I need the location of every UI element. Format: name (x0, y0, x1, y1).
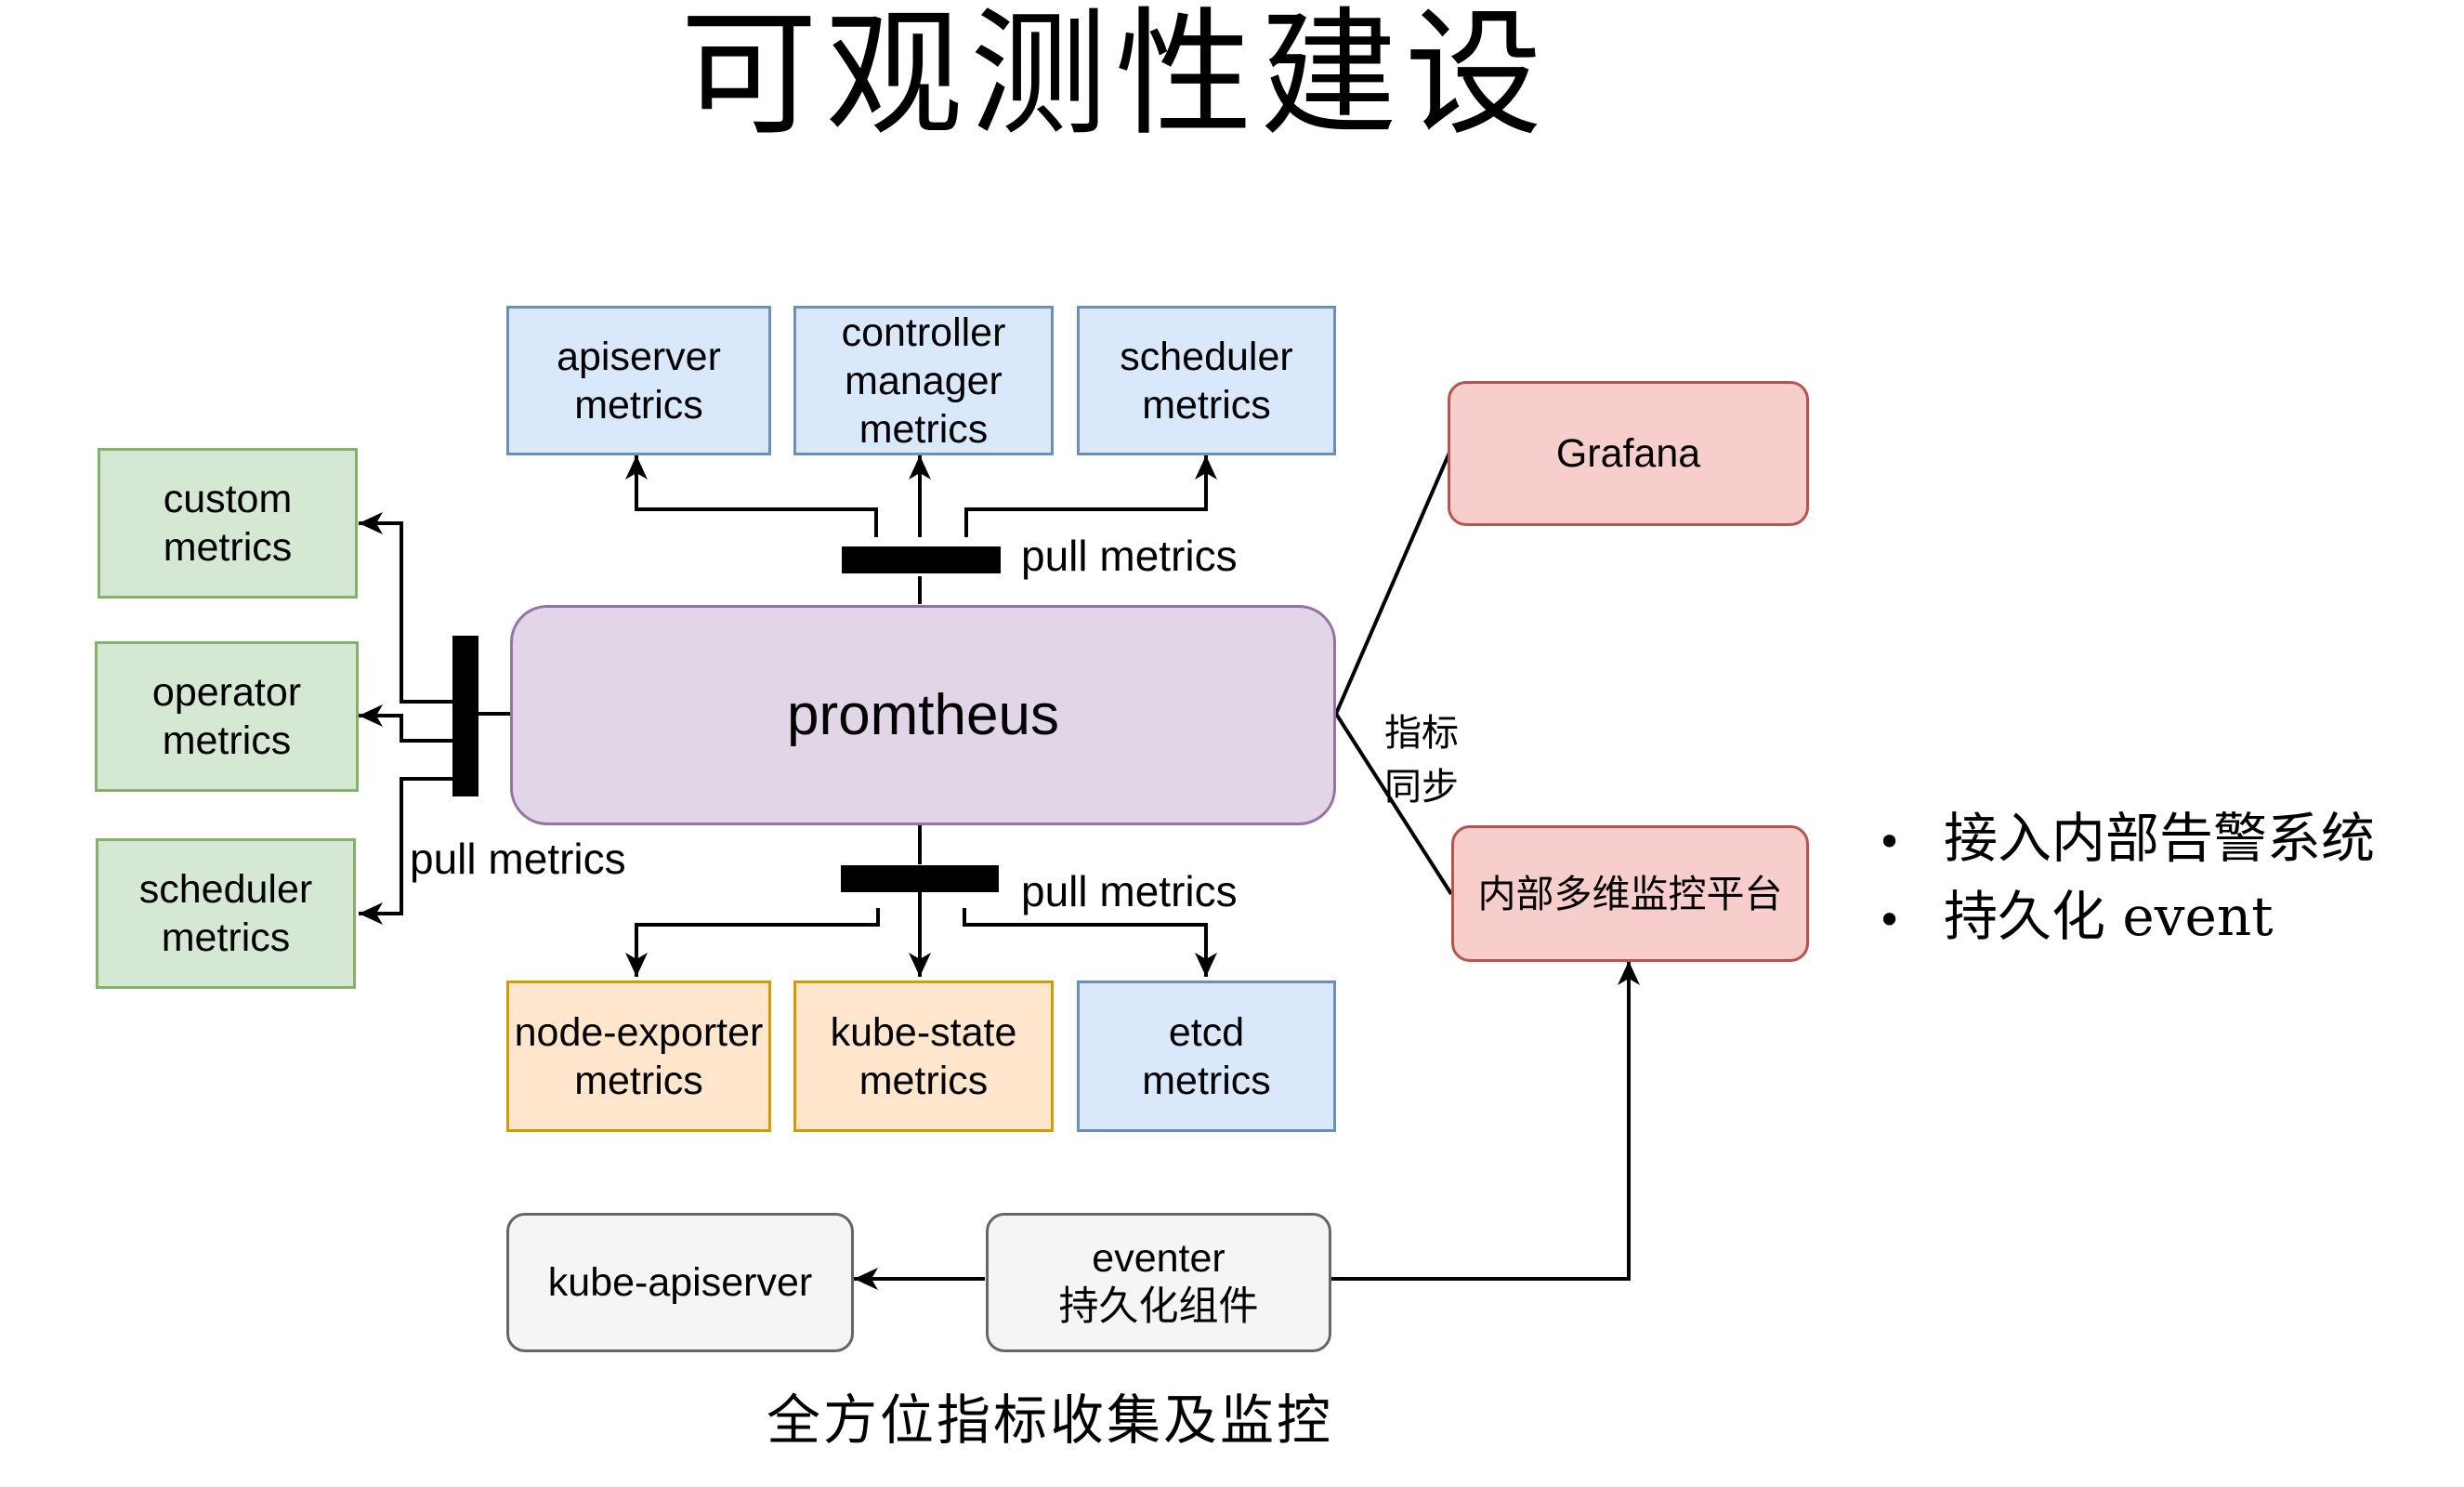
arrow-eventer-to-internal-platform (1331, 961, 1640, 1281)
bullet-list: 接入内部告警系统 持久化 event (1877, 801, 2375, 957)
grafana-box: Grafana (1448, 381, 1809, 526)
controller-manager-metrics-box: controller manager metrics (793, 306, 1054, 455)
diagram-caption: 全方位指标收集及监控 (766, 1388, 1333, 1452)
scheduler-metrics-top-box: scheduler metrics (1077, 306, 1336, 455)
page-title: 可观测性建设 (680, 0, 1550, 154)
prometheus-box: promtheus (510, 605, 1336, 825)
node-exporter-metrics-box: node-exporter metrics (506, 980, 771, 1132)
line-prometheus-to-grafana (1334, 452, 1451, 715)
pull-metrics-left-label: pull metrics (410, 835, 626, 883)
bullet-item: 接入内部告警系统 (1877, 801, 2375, 879)
line-prometheus-to-internal-platform (1334, 712, 1453, 896)
arrow-to-etcd (963, 908, 1217, 977)
arrow-to-custom-metrics (359, 512, 452, 704)
kube-apiserver-box: kube-apiserver (506, 1213, 854, 1352)
custom-metrics-box: custom metrics (98, 448, 358, 599)
internal-monitoring-platform-box: 内部多维监控平台 (1451, 825, 1809, 962)
scheduler-metrics-left-box: scheduler metrics (96, 838, 356, 989)
pull-metrics-bottom-label: pull metrics (1021, 867, 1238, 915)
operator-metrics-box: operator metrics (95, 641, 359, 792)
bottom-pull-bar (841, 865, 999, 892)
arrow-to-scheduler-metrics-top (964, 455, 1217, 537)
pull-metrics-top-label: pull metrics (1021, 532, 1238, 580)
top-pull-bar (842, 546, 1001, 573)
bullet-item: 持久化 event (1877, 879, 2375, 957)
arrow-to-node-exporter (625, 908, 880, 977)
eventer-box: eventer 持久化组件 (986, 1213, 1331, 1352)
metric-sync-label: 指标 同步 (1384, 712, 1459, 809)
left-pull-bar (452, 636, 478, 796)
arrow-to-operator-metrics (359, 704, 452, 743)
arrow-to-scheduler-metrics-left (359, 777, 452, 925)
arrow-to-apiserver-metrics (636, 455, 922, 604)
kube-state-metrics-box: kube-state metrics (793, 980, 1054, 1132)
etcd-metrics-box: etcd metrics (1077, 980, 1336, 1132)
apiserver-metrics-box: apiserver metrics (506, 306, 771, 455)
